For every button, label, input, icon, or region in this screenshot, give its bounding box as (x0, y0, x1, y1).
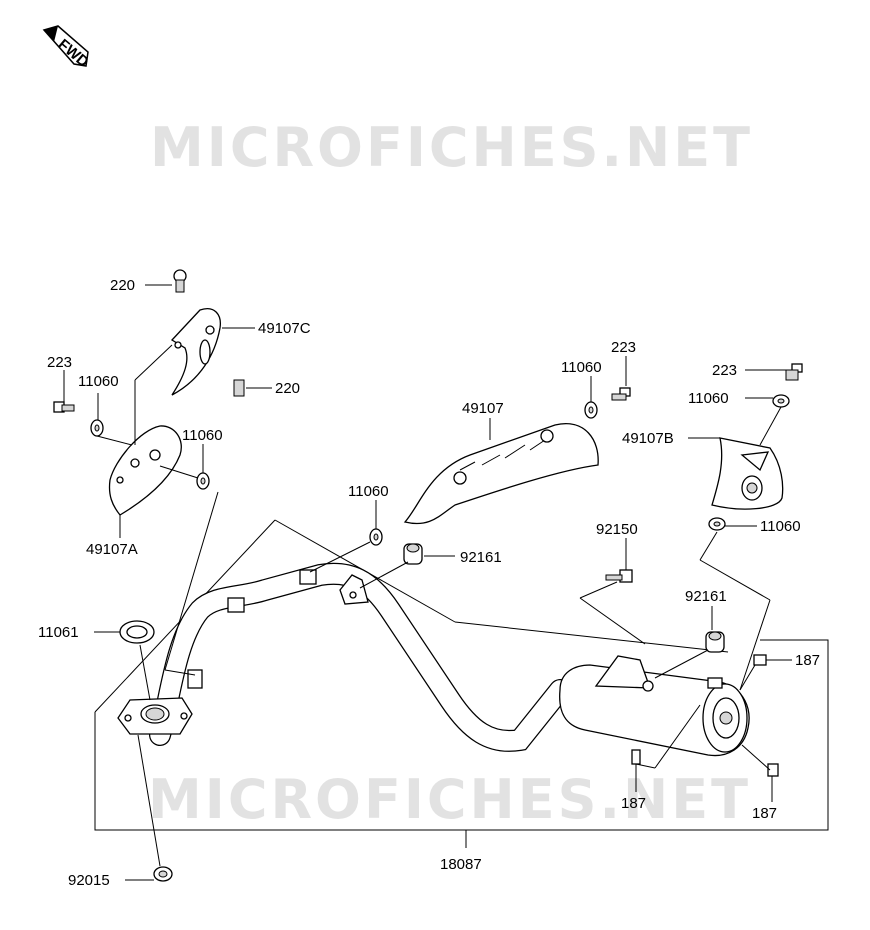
label-11060-left: 11060 (78, 373, 119, 390)
fwd-arrow-icon: FWD (42, 25, 92, 71)
label-187-right: 187 (795, 652, 820, 669)
label-187-bottom: 187 (621, 795, 646, 812)
label-11060-a: 11060 (182, 427, 223, 444)
label-11060-b: 11060 (760, 518, 801, 535)
heat-guard-b (711, 437, 784, 510)
label-92161-a: 92161 (460, 549, 502, 566)
muffler (559, 655, 750, 757)
label-92150: 92150 (596, 521, 638, 538)
heat-guard-main (403, 423, 599, 525)
label-92161-b: 92161 (685, 588, 727, 605)
label-11060-mid: 11060 (348, 483, 389, 500)
label-11060-top: 11060 (561, 359, 602, 376)
label-223-top: 223 (611, 339, 636, 356)
heat-guard-c (170, 308, 221, 396)
exhaust-pipe (117, 562, 571, 752)
label-18087: 18087 (440, 856, 482, 873)
label-49107c: 49107C (258, 320, 311, 337)
label-220-mid: 220 (275, 380, 300, 397)
watermark-bottom: MICROFICHES.NET (148, 768, 751, 831)
fasteners (53, 269, 803, 882)
label-223-left: 223 (47, 354, 72, 371)
label-49107b: 49107B (622, 430, 674, 447)
label-223-right: 223 (712, 362, 737, 379)
label-49107: 49107 (462, 400, 504, 417)
label-49107a: 49107A (86, 541, 138, 558)
label-220-top: 220 (110, 277, 135, 294)
label-11061: 11061 (38, 624, 79, 641)
label-11060-right: 11060 (688, 390, 729, 407)
callout-labels: 220 49107C 220 223 11060 11060 49107A 11… (38, 277, 820, 889)
label-187-lower-right: 187 (752, 805, 777, 822)
watermark-top: MICROFICHES.NET (150, 116, 753, 179)
leader-lines (63, 284, 792, 881)
label-92015: 92015 (68, 872, 110, 889)
heat-guard-a (108, 425, 182, 516)
